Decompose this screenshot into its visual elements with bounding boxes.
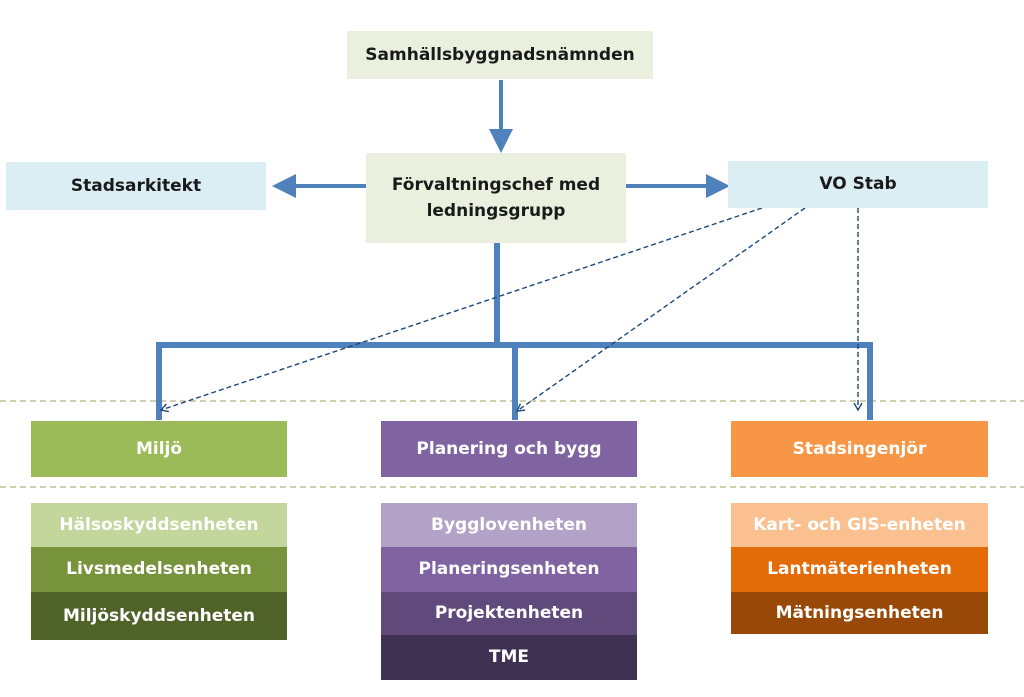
- unit-livsmedelsenheten: Livsmedelsenheten: [31, 547, 287, 592]
- division-miljo: Miljö: [31, 421, 287, 477]
- unit-planeringsenheten: Planeringsenheten: [381, 547, 637, 592]
- unit-miljoskyddsenheten: Miljöskyddsenheten: [31, 592, 287, 640]
- unit-tme: TME: [381, 635, 637, 680]
- division-planering-och-bygg: Planering och bygg: [381, 421, 637, 477]
- dashed-arrow-to-miljo: [159, 207, 763, 413]
- unit-bygglovenheten: Bygglovenheten: [381, 503, 637, 547]
- box-samhallsbyggnadsnamnden: Samhällsbyggnadsnämnden: [347, 31, 653, 79]
- division-stadsingenjor: Stadsingenjör: [731, 421, 988, 477]
- box-forvaltningschef: Förvaltningschef med ledningsgrupp: [366, 153, 626, 243]
- unit-matningsenheten: Mätningsenheten: [731, 592, 988, 634]
- unit-halsoskyddsenheten: Hälsoskyddsenheten: [31, 503, 287, 547]
- unit-kart-och-gis-enheten: Kart- och GIS-enheten: [731, 503, 988, 547]
- unit-projektenheten: Projektenheten: [381, 592, 637, 635]
- dashed-arrow-to-planering: [515, 207, 806, 412]
- box-stadsarkitekt: Stadsarkitekt: [6, 162, 266, 210]
- box-vo-stab: VO Stab: [728, 161, 988, 208]
- unit-lantmaterienheten: Lantmäterienheten: [731, 547, 988, 592]
